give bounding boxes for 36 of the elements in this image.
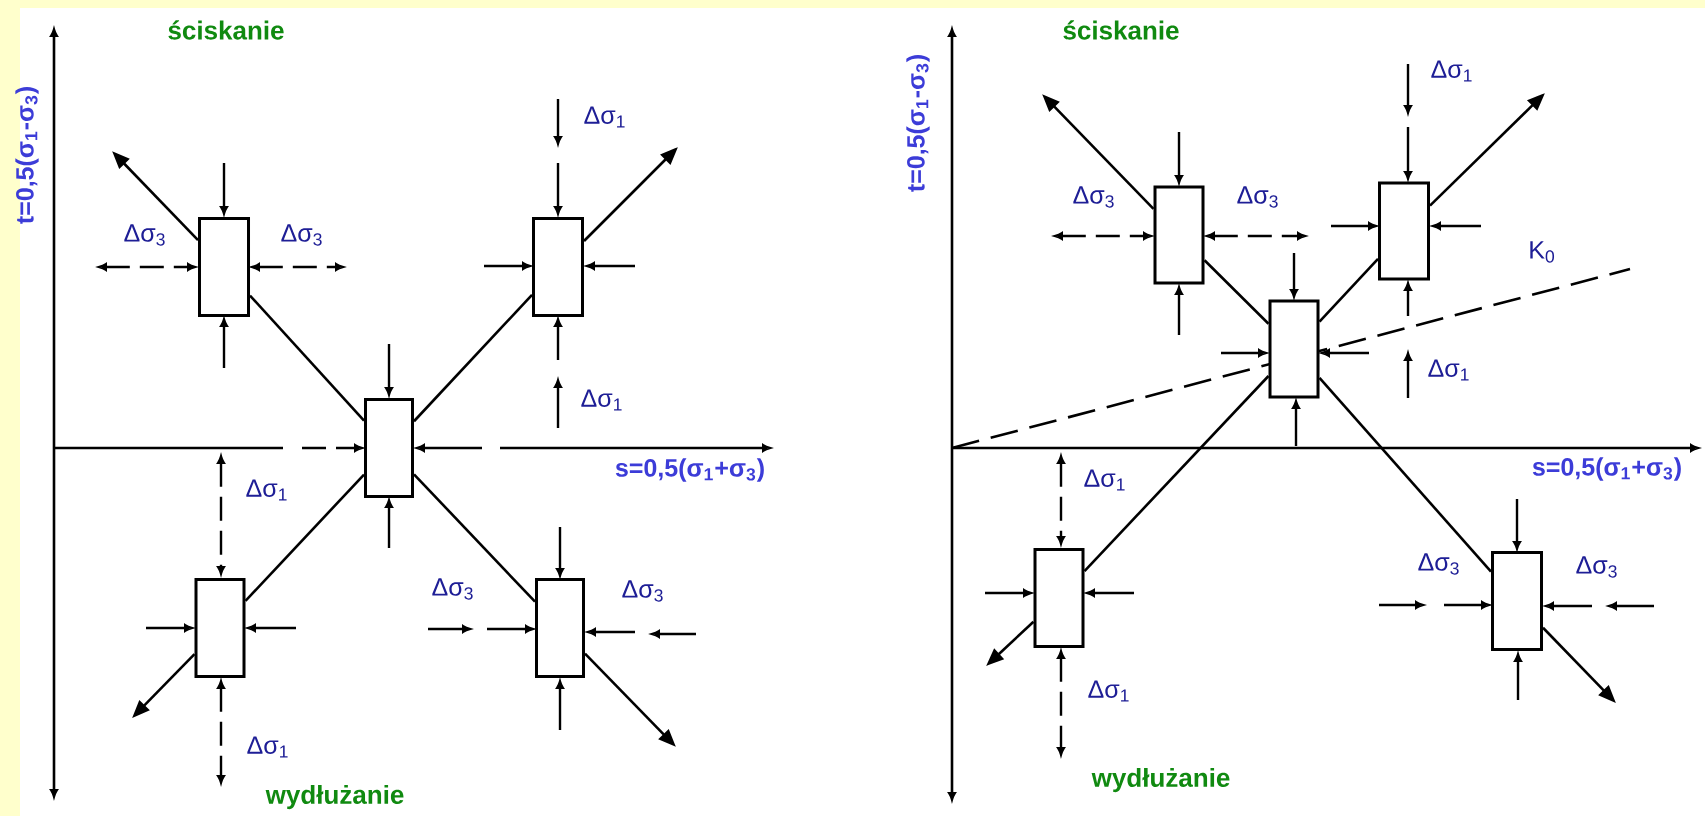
stress-path-line	[413, 473, 536, 603]
specimen-box	[535, 578, 585, 678]
stress-label: Δσ$_{1}$	[1088, 680, 1129, 702]
specimen-box	[1268, 299, 1320, 399]
specimen-box	[1033, 548, 1085, 648]
axis-label: t=0,5(σ$_{1}$-σ$_{3}$)	[906, 55, 930, 192]
specimen-box	[194, 578, 246, 678]
specimen-box	[1153, 185, 1205, 285]
stress-label: Δσ$_{1}$	[246, 479, 287, 501]
stress-label: Δσ$_{3}$	[281, 224, 322, 246]
heading-label: wydłużanie	[265, 784, 404, 810]
axis-label: t=0,5(σ$_{1}$-σ$_{3}$)	[15, 87, 39, 224]
stress-label: Δσ$_{3}$	[1576, 556, 1617, 578]
stress-label: Δσ$_{1}$	[581, 389, 622, 411]
axis-label: s=0,5(σ$_{1}$+σ$_{3}$)	[615, 458, 764, 482]
specimen-box	[364, 398, 414, 498]
stress-path-line	[1203, 259, 1270, 325]
stress-label: Δσ$_{1}$	[1428, 359, 1469, 381]
stress-path-line	[249, 294, 365, 422]
stress-path-line	[1318, 258, 1379, 323]
stress-path-line	[413, 293, 533, 423]
stress-label: K$_{0}$	[1530, 241, 1555, 263]
specimen-box	[1378, 181, 1430, 281]
stress-path-line	[1318, 376, 1492, 573]
stress-path-line	[1083, 375, 1270, 572]
specimen-box	[532, 217, 584, 317]
heading-label: wydłużanie	[1091, 767, 1230, 793]
stress-label: Δσ$_{3}$	[1418, 553, 1459, 575]
specimen-box	[198, 217, 250, 317]
heading-label: ściskanie	[168, 20, 284, 40]
specimen-box	[1491, 551, 1543, 651]
heading-label: ściskanie	[1063, 20, 1179, 40]
stress-label: Δσ$_{3}$	[1237, 186, 1278, 208]
stress-label: Δσ$_{3}$	[432, 578, 473, 600]
stress-label: Δσ$_{1}$	[1431, 60, 1472, 82]
stress-path-line	[244, 473, 365, 602]
